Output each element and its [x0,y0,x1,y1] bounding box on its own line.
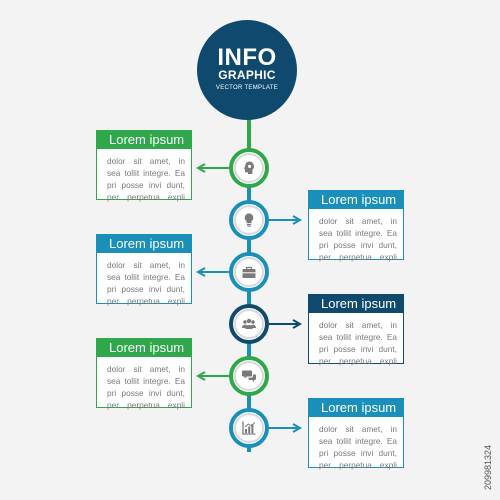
step-card-title: Lorem ipsum [309,295,403,313]
step-node-3 [229,252,269,292]
arrow-right-icon [269,215,302,225]
step-card-line: sea tollit integre. Ea [107,272,185,282]
arrow-left-icon [196,371,229,381]
step-card-text: dolor sit amet, in sea tollit integre. Ea… [309,209,403,263]
step-card-title: Lorem ipsum [97,339,191,357]
step-card-text: dolor sit amet, in sea tollit integre. Ea… [97,253,191,307]
step-card-line: sea tollit integre. Ea [319,228,397,238]
arrow-right-icon [269,319,302,329]
step-card-line: pri posse invi dunt, [107,388,185,398]
arrow-left-icon [196,163,229,173]
step-card-line: per perpetua expli [107,192,185,202]
chat-icon [241,368,257,384]
step-node-1 [229,148,269,188]
step-card-2: Lorem ipsum dolor sit amet, in sea tollit … [308,190,404,263]
step-card-line: pri posse invi dunt, [319,344,397,354]
arrow-right-icon [269,423,302,433]
step-card-line: dolor sit amet, in [107,156,185,166]
step-card-line: pri posse invi dunt, [107,180,185,190]
stock-id-watermark: 209981324 [483,444,493,490]
vertical-connector-top [247,118,251,158]
step-node-5 [229,356,269,396]
step-card-title: Lorem ipsum [309,191,403,209]
step-card-line: per perpetua expli [107,400,185,410]
header-circle: INFO GRAPHIC VECTOR TEMPLATE [197,20,297,120]
team-icon [241,316,257,332]
step-card-line: pri posse invi dunt, [107,284,185,294]
step-card-6: Lorem ipsum dolor sit amet, in sea tollit … [308,398,404,471]
step-card-line: dolor sit amet, in [107,364,185,374]
step-card-title: Lorem ipsum [309,399,403,417]
header-title: INFO [217,44,277,71]
step-card-text: dolor sit amet, in sea tollit integre. Ea… [97,357,191,411]
step-card-title: Lorem ipsum [97,131,191,149]
step-node-6 [229,408,269,448]
arrow-left-icon [196,267,229,277]
step-card-text: dolor sit amet, in sea tollit integre. Ea… [309,313,403,367]
header-caption: VECTOR TEMPLATE [215,85,279,91]
step-card-line: pri posse invi dunt, [319,240,397,250]
step-node-2 [229,200,269,240]
step-card-line: dolor sit amet, in [319,216,397,226]
step-card-line: per perpetua expli [319,356,397,366]
step-node-4 [229,304,269,344]
step-card-line: dolor sit amet, in [107,260,185,270]
step-card-line: per perpetua expli [107,296,185,306]
step-card-3: Lorem ipsum dolor sit amet, in sea tollit … [96,234,192,307]
step-card-text: dolor sit amet, in sea tollit integre. Ea… [97,149,191,203]
step-card-1: Lorem ipsum dolor sit amet, in sea tollit … [96,130,192,203]
step-card-title: Lorem ipsum [97,235,191,253]
step-card-line: sea tollit integre. Ea [319,436,397,446]
step-card-line: sea tollit integre. Ea [319,332,397,342]
step-card-line: sea tollit integre. Ea [107,168,185,178]
step-card-line: pri posse invi dunt, [319,448,397,458]
step-card-line: dolor sit amet, in [319,424,397,434]
briefcase-icon [241,264,257,280]
step-card-4: Lorem ipsum dolor sit amet, in sea tollit … [308,294,404,367]
step-card-line: per perpetua expli [319,460,397,470]
header-subtitle: GRAPHIC [218,68,276,82]
step-card-line: sea tollit integre. Ea [107,376,185,386]
step-card-line: dolor sit amet, in [319,320,397,330]
brain-head-icon [241,160,257,176]
chart-icon [241,420,257,436]
step-card-text: dolor sit amet, in sea tollit integre. Ea… [309,417,403,471]
lightbulb-icon [241,212,257,228]
step-card-5: Lorem ipsum dolor sit amet, in sea tollit … [96,338,192,411]
step-card-line: per perpetua expli [319,252,397,262]
